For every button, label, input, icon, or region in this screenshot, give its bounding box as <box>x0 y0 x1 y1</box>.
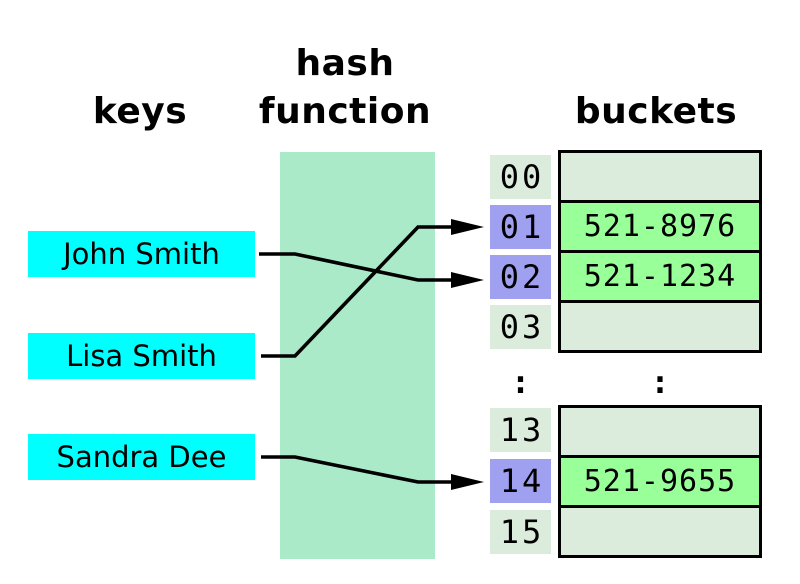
ellipsis-bucket-column: : <box>650 363 670 401</box>
bucket-row-03 <box>561 300 759 350</box>
key-label: Lisa Smith <box>66 339 217 373</box>
arrowhead-icon <box>451 272 484 288</box>
index-cell-14: 14 <box>490 459 551 503</box>
keys-heading: keys <box>92 91 188 132</box>
bucket-row-13 <box>561 408 759 455</box>
bucket-row-01: 521-8976 <box>561 200 759 250</box>
arrowhead-icon <box>451 219 484 235</box>
index-cell-00: 00 <box>490 155 551 199</box>
arrowhead-icon <box>451 474 484 490</box>
bucket-row-02: 521-1234 <box>561 250 759 300</box>
bucket-row-15 <box>561 505 759 555</box>
buckets-heading: buckets <box>574 91 738 132</box>
index-cell-13: 13 <box>490 408 551 452</box>
hash-function-box <box>280 152 435 559</box>
bucket-table-lower: 521-9655 <box>558 405 762 558</box>
index-cell-03: 03 <box>490 305 551 349</box>
bucket-row-14: 521-9655 <box>561 455 759 505</box>
key-box-sandra-dee: Sandra Dee <box>28 434 255 480</box>
index-cell-02: 02 <box>490 255 551 299</box>
key-label: John Smith <box>63 237 220 271</box>
bucket-table-upper: 521-8976 521-1234 <box>558 150 762 353</box>
key-box-lisa-smith: Lisa Smith <box>28 333 255 379</box>
ellipsis-index-column: : <box>510 363 531 401</box>
key-box-john-smith: John Smith <box>28 231 255 277</box>
index-cell-01: 01 <box>490 205 551 249</box>
index-cell-15: 15 <box>490 510 551 554</box>
key-label: Sandra Dee <box>56 440 227 474</box>
bucket-row-00 <box>561 153 759 200</box>
hash-function-heading: hash function <box>258 43 432 132</box>
